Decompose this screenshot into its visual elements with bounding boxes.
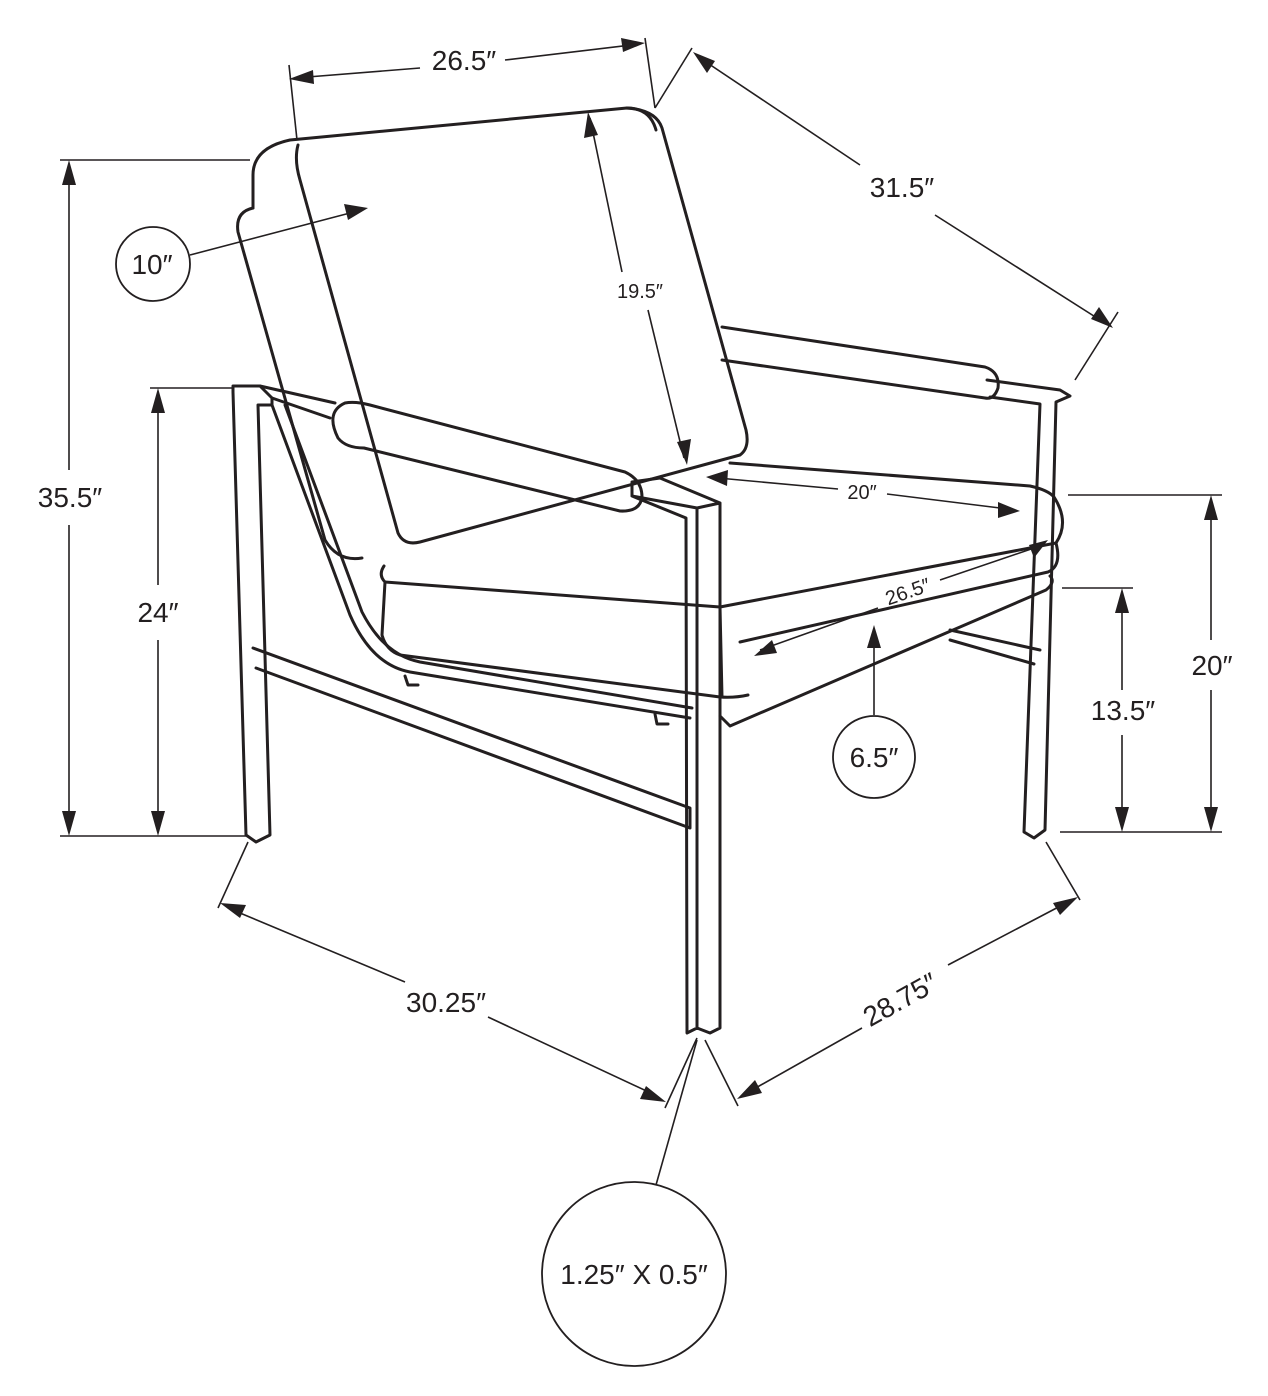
arrowhead [62, 160, 76, 185]
arrowhead [1091, 307, 1113, 328]
arrowhead [1204, 495, 1218, 520]
chair-drawing [231, 106, 1072, 1035]
extension-line [704, 1039, 739, 1107]
leader-line-back-thickness [189, 212, 351, 256]
left-sled-curve-2 [283, 403, 694, 710]
frame-profile-callout [541, 1181, 727, 1367]
label-frame-profile: 1.25″ X 0.5″ [560, 1259, 708, 1290]
dimension-line-seat-width [939, 545, 1041, 581]
arrowhead [220, 903, 246, 918]
arrowhead [289, 70, 314, 84]
arrowhead [62, 811, 76, 836]
leader-line-frame-profile [655, 1039, 698, 1186]
label-overall-depth: 31.5″ [870, 172, 934, 203]
dimension-line-base-width [227, 907, 406, 983]
label-seat-height: 20″ [1191, 650, 1232, 681]
label-base-width: 30.25″ [406, 987, 486, 1018]
arrowhead [1053, 897, 1078, 915]
seat-foot-pads [403, 674, 670, 726]
label-seat-thickness: 6.5″ [850, 742, 899, 773]
arrowhead [640, 1086, 666, 1102]
extension-line [644, 37, 656, 109]
arrowhead [621, 38, 645, 52]
arrowhead [998, 502, 1020, 518]
seat-cushion-front [380, 580, 750, 699]
dimension-line-seat-depth [886, 493, 1001, 509]
left-lower-rail [251, 646, 692, 830]
arrowhead [1115, 807, 1129, 832]
dimension-labels: 26.5″ 31.5″ 35.5″ 24″ 19.5″ 10″ 20″ 26.5… [38, 45, 1233, 1290]
arrowhead [677, 439, 691, 465]
dimension-lines [60, 37, 1222, 1186]
arrowhead [1204, 807, 1218, 832]
label-back-thickness: 10″ [131, 249, 172, 280]
arrowhead [1115, 588, 1129, 613]
arrowhead [344, 204, 368, 220]
dimension-line-back-height [647, 309, 685, 459]
arrowhead [1029, 540, 1048, 558]
left-frame [231, 384, 274, 844]
extension-line [1074, 311, 1119, 381]
dimension-line-top-width [294, 67, 421, 79]
dimension-line-seat-width [759, 607, 879, 651]
dimension-line-depth [699, 57, 861, 166]
seat-thickness-callout [832, 715, 916, 799]
label-leg-clearance: 13.5″ [1091, 695, 1155, 726]
label-overall-height: 35.5″ [38, 482, 102, 513]
arrowhead [706, 470, 728, 486]
arrowhead [151, 811, 165, 836]
left-arm-cushion [331, 400, 644, 513]
extension-line [1045, 841, 1081, 901]
arrowhead [754, 640, 777, 656]
extension-line [664, 1037, 698, 1109]
arrowhead [737, 1080, 762, 1099]
left-sled-curve-1 [270, 403, 692, 720]
dimension-line-base-depth [744, 1027, 863, 1095]
seat-cushion-top [379, 461, 1064, 609]
dimension-line-top-width [504, 43, 641, 61]
label-back-cushion-height: 19.5″ [617, 281, 663, 303]
left-frame-top-rail [258, 384, 337, 420]
label-overall-width: 26.5″ [432, 45, 496, 76]
back-thickness-callout [115, 226, 191, 302]
extension-line [288, 64, 298, 141]
back-cushion-side [236, 206, 364, 561]
right-lower-rail [948, 628, 1042, 666]
back-cushion-front [294, 106, 749, 545]
label-seat-depth: 20″ [847, 482, 876, 504]
extension-line [217, 841, 249, 909]
dimension-line-seat-depth [717, 477, 839, 490]
arrowhead [867, 625, 881, 648]
arrowhead [584, 112, 598, 138]
extension-line [654, 47, 693, 109]
arrowhead [693, 52, 715, 73]
seat-cushion-side [718, 541, 1060, 699]
arrowhead [151, 388, 165, 413]
front-leg [630, 476, 722, 1035]
dimension-line-back-height [589, 117, 623, 273]
label-base-depth: 28.75″ [858, 967, 943, 1033]
dimension-line-base-width [487, 1016, 656, 1096]
right-arm-cushion [720, 325, 1000, 400]
dimension-line-depth [934, 214, 1109, 326]
label-arm-height: 24″ [137, 597, 178, 628]
dimension-line-base-depth [947, 901, 1069, 966]
back-cushion-top [251, 106, 658, 210]
